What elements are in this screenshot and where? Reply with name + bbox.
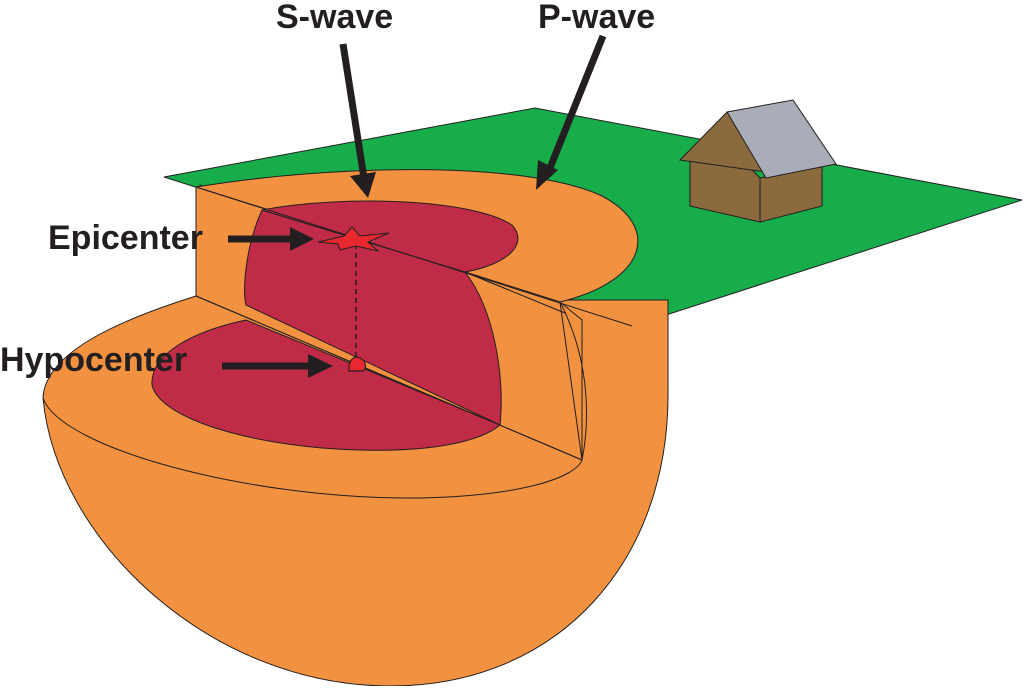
hypocenter-label: Hypocenter <box>0 341 188 379</box>
bowl-rim-line <box>42 397 583 499</box>
cut-line-upper <box>195 186 633 327</box>
inner-zone-surface <box>261 200 519 273</box>
s-wave-label: S-wave <box>276 0 394 36</box>
cut-line-lower <box>195 295 583 461</box>
hypocenter-marker-icon <box>348 356 367 372</box>
epicenter-label: Epicenter <box>48 219 203 257</box>
p-wave-label: P-wave <box>538 0 656 36</box>
arrow-hypocenter <box>222 354 333 378</box>
inner-zone-slice <box>151 319 501 451</box>
house-roof <box>726 99 837 179</box>
arrow-epicenter <box>228 227 314 251</box>
house <box>678 99 837 223</box>
arrow-s-wave <box>339 43 376 198</box>
arrow-p-wave <box>536 34 607 190</box>
epicenter-star-icon <box>317 226 390 252</box>
